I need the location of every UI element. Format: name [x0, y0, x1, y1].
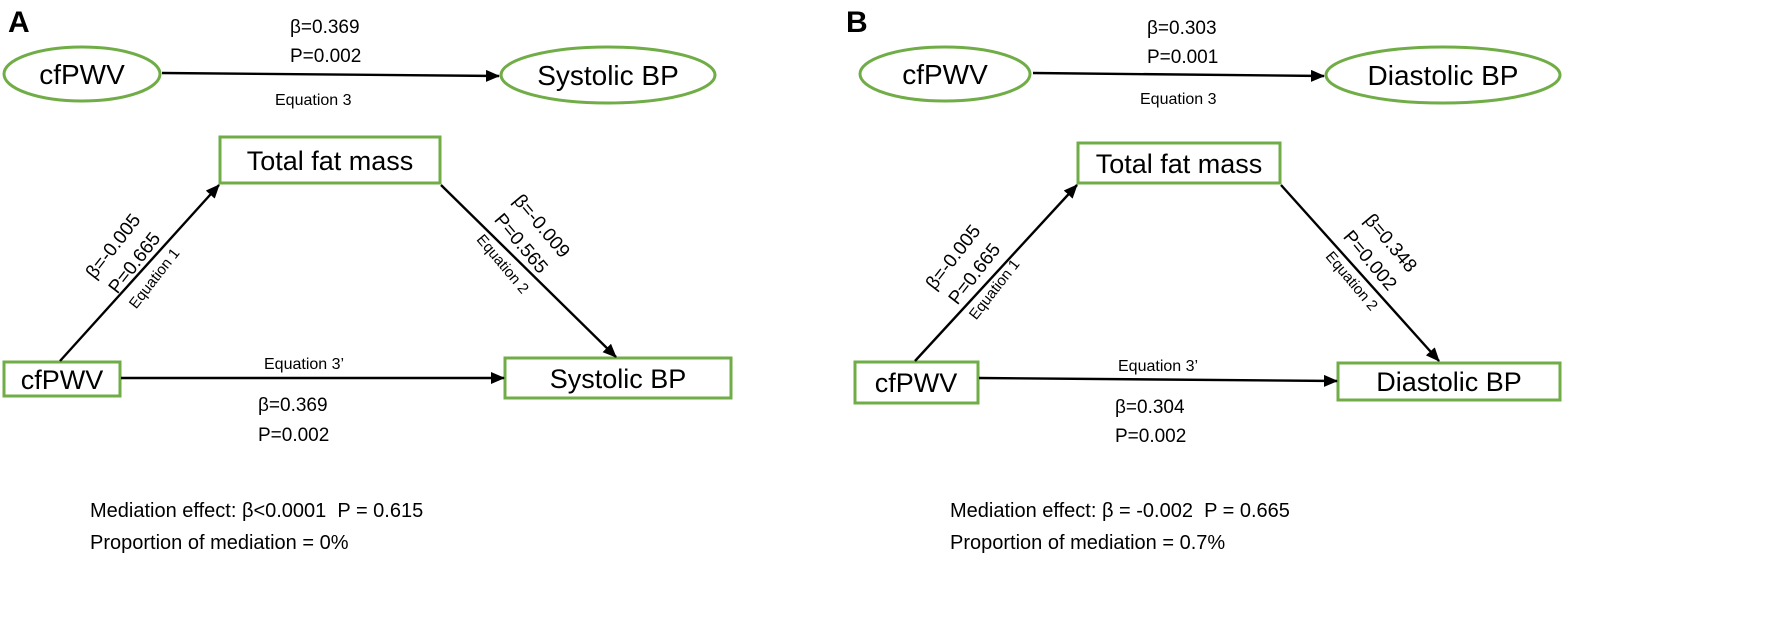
mediation-effect-text: Mediation effect: β = -0.002 P = 0.665	[950, 500, 1290, 522]
exposure-box	[853, 360, 980, 405]
total-effect-target-ellipse	[1324, 45, 1562, 105]
mediator-box	[218, 135, 442, 185]
outcome-box	[1336, 361, 1562, 402]
mediator-label: Total fat mass	[1096, 149, 1263, 179]
outcome-label: Systolic BP	[550, 364, 687, 394]
total-effect-source-label: cfPWV	[39, 59, 125, 90]
total-effect-beta: β=0.303	[1147, 18, 1217, 39]
direct-effect-beta: β=0.304	[1115, 397, 1185, 418]
path-b-annotation: β=0.348 P=0.002 Equation 2	[1322, 210, 1421, 314]
proportion-mediated-text: Proportion of mediation = 0.7%	[950, 532, 1225, 554]
total-effect-beta: β=0.369	[290, 17, 360, 38]
panel-a: A cfPWV Systolic BP β=0.369 P=0.002 Equa…	[2, 6, 733, 554]
direct-effect-arrow	[978, 374, 1338, 387]
exposure-label: cfPWV	[875, 368, 958, 398]
path-b-arrow	[1280, 184, 1440, 362]
outcome-label: Diastolic BP	[1376, 367, 1522, 397]
direct-effect-equation-label: Equation 3’	[1118, 358, 1198, 375]
direct-effect-beta: β=0.369	[258, 395, 328, 416]
total-effect-arrow	[161, 69, 500, 82]
exposure-box	[2, 360, 122, 398]
total-effect-source-label: cfPWV	[902, 59, 988, 90]
total-effect-source-ellipse	[2, 45, 162, 103]
path-a-arrow	[59, 184, 220, 362]
direct-effect-equation-label: Equation 3’	[264, 356, 344, 373]
total-effect-equation-label: Equation 3	[275, 92, 352, 109]
path-a-annotation: β=-0.005 P=0.665 Equation 1	[82, 210, 183, 312]
direct-effect-p-value: P=0.002	[258, 425, 329, 446]
path-a-annotation: β=-0.005 P=0.665 Equation 1	[922, 221, 1023, 323]
exposure-label: cfPWV	[21, 365, 104, 395]
total-effect-equation-label: Equation 3	[1140, 91, 1217, 108]
mediation-effect-text: Mediation effect: β<0.0001 P = 0.615	[90, 500, 423, 522]
total-effect-p-value: P=0.001	[1147, 47, 1218, 68]
total-effect-target-ellipse	[499, 45, 717, 105]
direct-effect-p-value: P=0.002	[1115, 426, 1186, 447]
panel-b: B cfPWV Diastolic BP β=0.303 P=0.001 Equ…	[846, 6, 1562, 554]
total-effect-target-label: Diastolic BP	[1368, 60, 1519, 91]
proportion-mediated-text: Proportion of mediation = 0%	[90, 532, 349, 554]
total-effect-target-label: Systolic BP	[537, 60, 679, 91]
total-effect-source-ellipse	[858, 45, 1032, 103]
path-b-arrow	[440, 184, 617, 358]
path-b-annotation: β=-0.009 P=0.565 Equation 2	[473, 191, 574, 298]
total-effect-arrow	[1032, 69, 1325, 82]
outcome-box	[503, 356, 733, 400]
panel-label: A	[8, 6, 30, 39]
panel-label: B	[846, 6, 868, 39]
total-effect-p-value: P=0.002	[290, 46, 361, 67]
mediator-box	[1076, 141, 1282, 185]
mediator-label: Total fat mass	[247, 146, 414, 176]
path-a-arrow	[914, 184, 1078, 362]
